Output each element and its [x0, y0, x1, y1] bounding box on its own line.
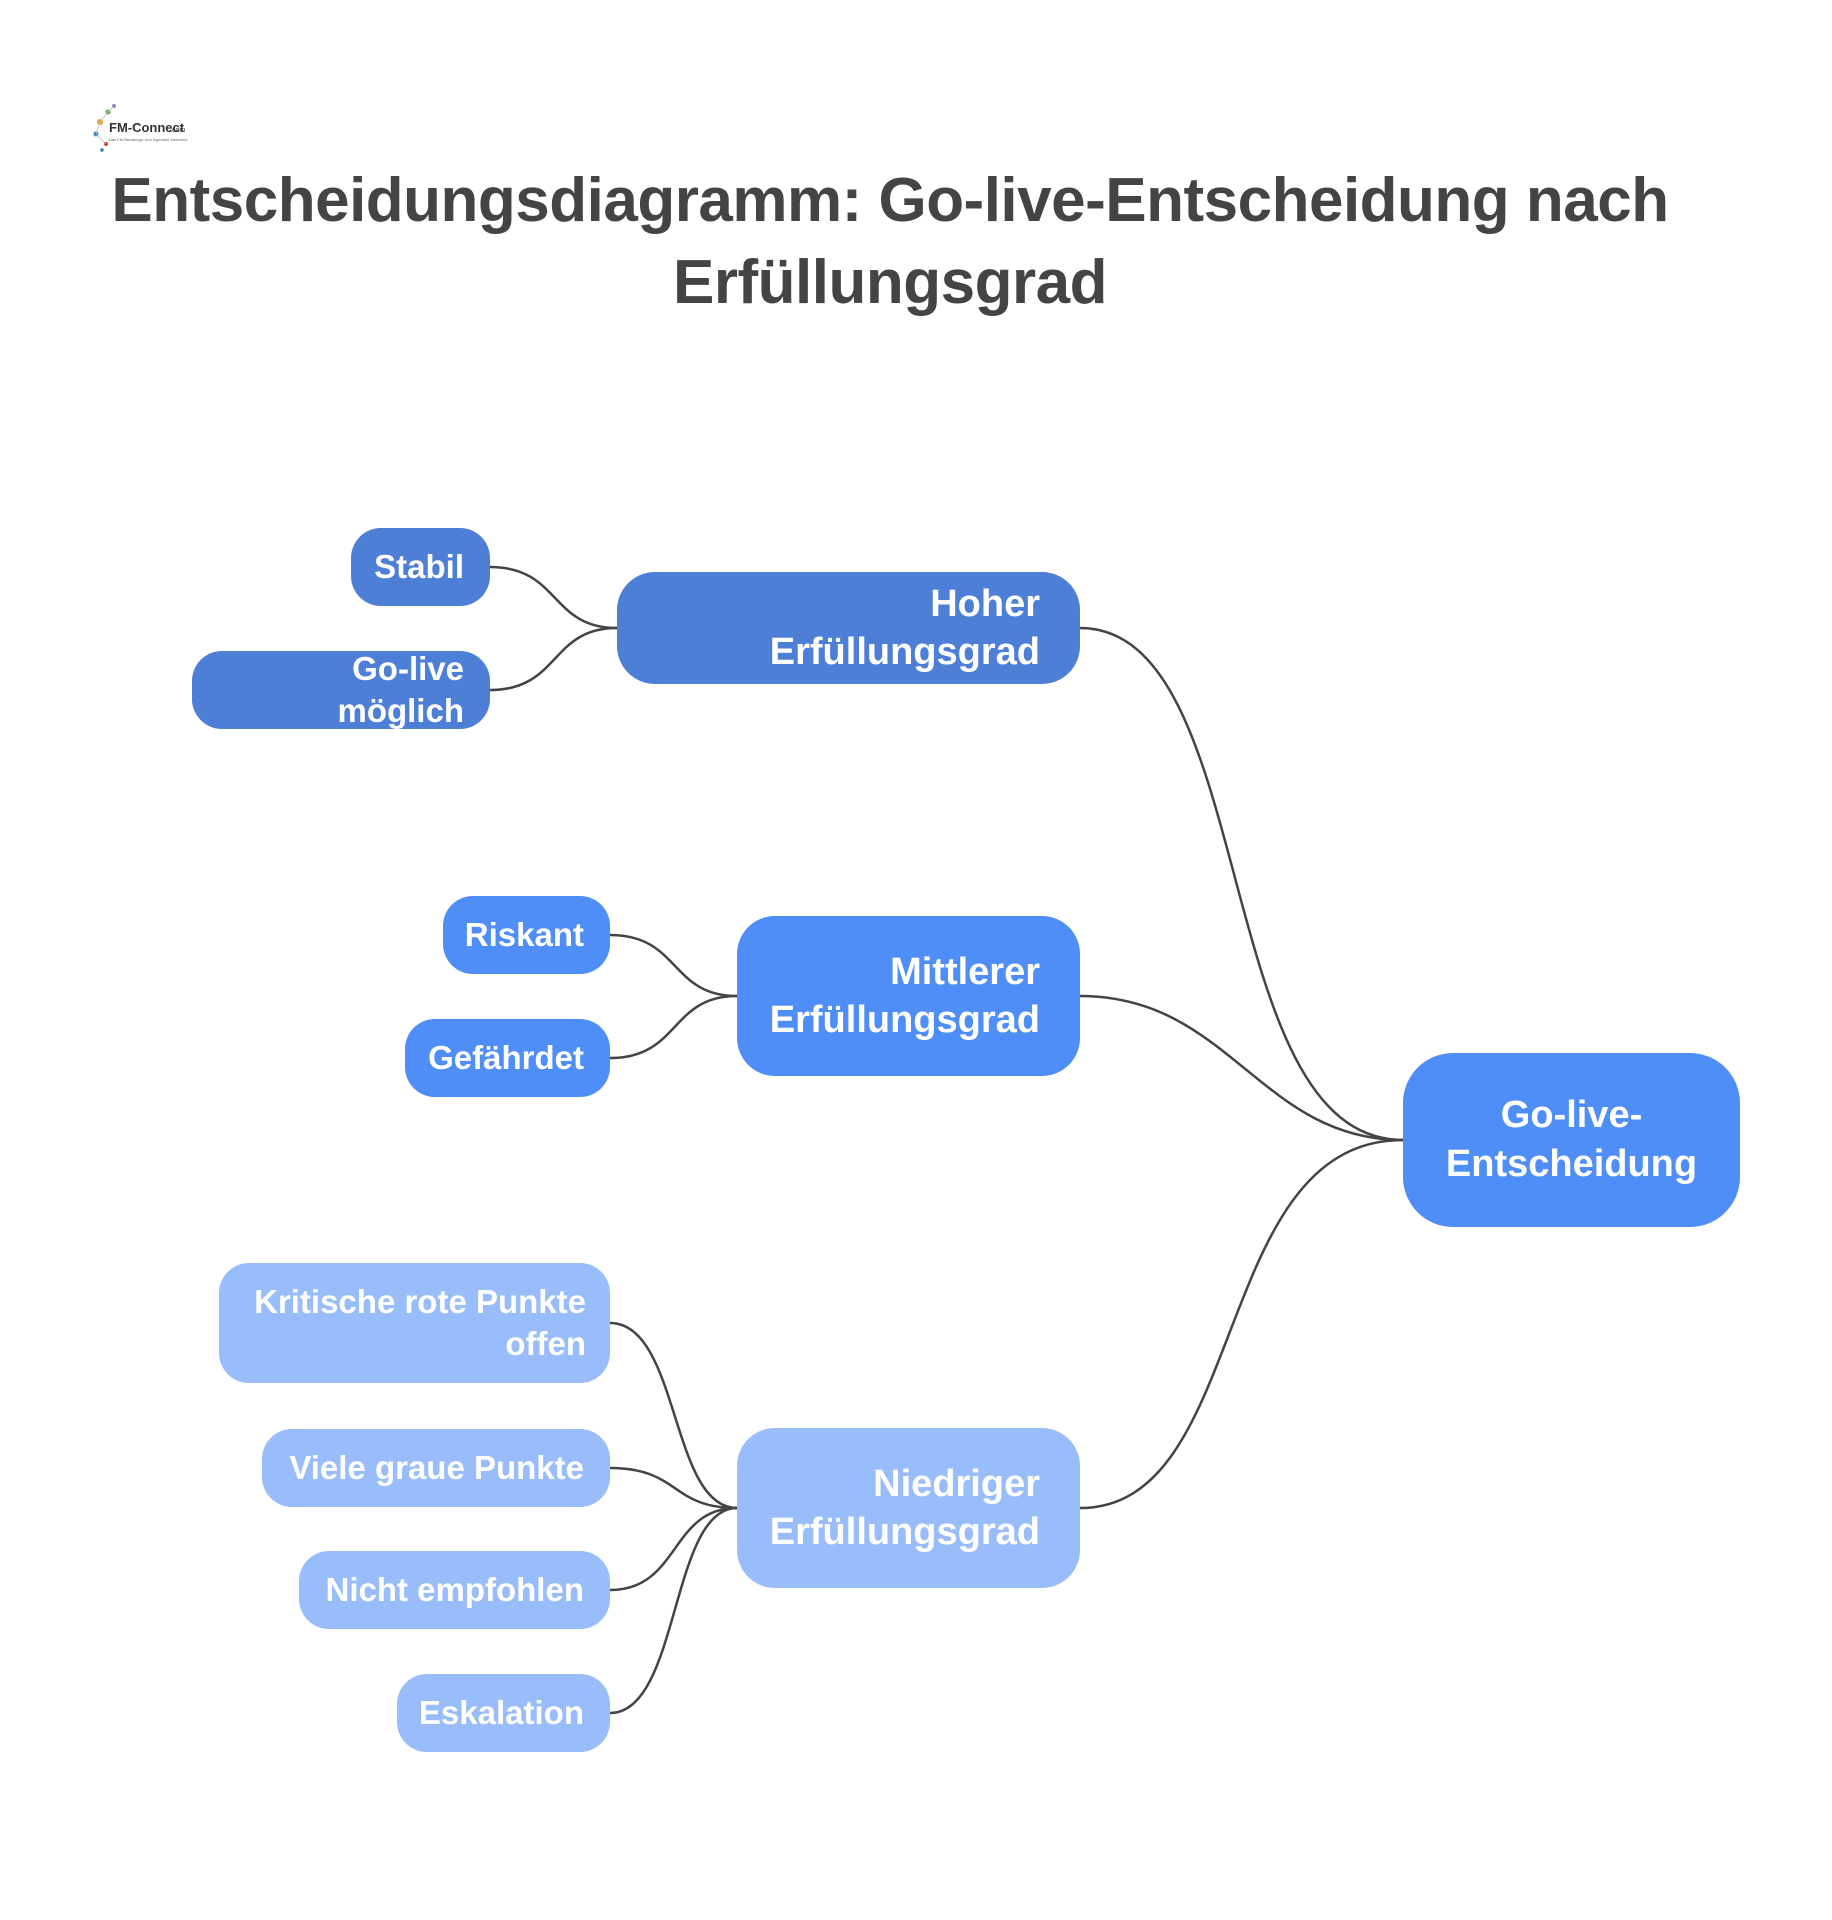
link-low-nicht: [608, 1506, 739, 1592]
logo-text: FM-Connect: [109, 120, 185, 135]
leaf-kritische-rote-punkte-label: Kritische rote Punkte offen: [254, 1283, 586, 1362]
leaf-kritische-rote-punkte: Kritische rote Punkte offen: [219, 1263, 610, 1383]
fm-connect-logo: FM-Connect .com Das FM-Beratungs- und In…: [92, 100, 188, 156]
leaf-nicht-empfohlen-label: Nicht empfohlen: [325, 1571, 584, 1608]
leaf-riskant-label: Riskant: [464, 916, 584, 953]
leaf-go-live-moeglich: Go-live möglich: [192, 650, 490, 729]
leaf-nicht-empfohlen: Nicht empfohlen: [299, 1551, 610, 1629]
link-high-stabil: [488, 565, 619, 630]
leaf-riskant: Riskant: [443, 896, 610, 974]
node-root: Go-live-Entscheidung: [1403, 1053, 1740, 1227]
leaf-viele-graue-punkte: Viele graue Punkte: [262, 1429, 610, 1507]
link-root-medium: [1078, 994, 1405, 1142]
link-medium-gefaehrdet: [608, 994, 739, 1060]
link-low-viele: [608, 1466, 739, 1510]
logo-tagline: Das FM-Beratungs- und Ingenieur-Netzwerk: [109, 137, 187, 142]
link-low-eskalation: [608, 1506, 739, 1715]
logo-suffix: .com: [170, 127, 185, 134]
node-high-fulfillment-label: Hoher Erfüllungsgrad: [769, 583, 1040, 673]
link-high-golive: [488, 626, 619, 692]
node-low-fulfillment-label: Niedriger Erfüllungsgrad: [769, 1463, 1040, 1553]
node-root-label: Go-live-Entscheidung: [1445, 1094, 1698, 1185]
link-low-kritisch: [608, 1321, 739, 1510]
leaf-gefaehrdet: Gefährdet: [405, 1019, 610, 1097]
node-medium-fulfillment-label: Mittlerer Erfüllungsgrad: [769, 951, 1040, 1041]
leaf-stabil: Stabil: [351, 528, 490, 606]
leaf-viele-graue-punkte-label: Viele graue Punkte: [289, 1449, 584, 1486]
link-root-low: [1078, 1138, 1405, 1510]
link-medium-riskant: [608, 933, 739, 998]
leaf-go-live-moeglich-label: Go-live möglich: [337, 650, 464, 729]
node-medium-fulfillment: Mittlerer Erfüllungsgrad: [737, 916, 1080, 1076]
node-low-fulfillment: Niedriger Erfüllungsgrad: [737, 1428, 1080, 1588]
node-high-fulfillment: Hoher Erfüllungsgrad: [617, 572, 1080, 684]
leaf-eskalation: Eskalation: [397, 1674, 610, 1752]
leaf-gefaehrdet-label: Gefährdet: [428, 1039, 584, 1076]
leaf-eskalation-label: Eskalation: [418, 1694, 584, 1731]
page-title: Entscheidungsdiagramm: Go-live-Entscheid…: [111, 166, 1669, 317]
leaf-stabil-label: Stabil: [374, 548, 464, 585]
link-root-high: [1078, 626, 1405, 1142]
